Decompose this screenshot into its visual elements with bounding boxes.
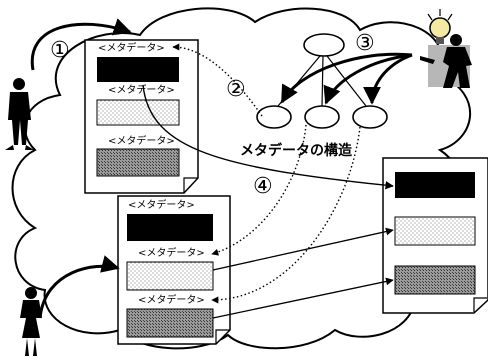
step-marker-1: ① — [50, 38, 70, 63]
solid-block — [127, 214, 213, 241]
link-arrow — [212, 227, 394, 271]
tree-node-2 — [304, 105, 340, 129]
businesswoman-figure-icon — [20, 287, 42, 356]
metadata-tag: <メタデータ> — [138, 246, 205, 259]
hatched-block — [126, 308, 214, 338]
step-marker-4: ④ — [253, 174, 273, 199]
dotted-block — [96, 99, 180, 126]
author-arrow-bottom — [38, 255, 120, 319]
link-arrow-4 — [142, 84, 394, 190]
author-arrow-top — [30, 18, 132, 71]
structure-label: メタデータの構造 — [240, 142, 352, 159]
dotted-block — [394, 216, 476, 246]
metadata-tag: <メタデータ> — [98, 41, 165, 54]
hatched-block — [394, 265, 476, 295]
businessman-figure-icon — [5, 78, 34, 150]
dotted-block — [126, 261, 214, 291]
tree-node-3 — [352, 105, 388, 129]
metadata-tag: <メタデータ> — [128, 198, 195, 211]
metadata-tag: <メタデータ> — [108, 83, 175, 96]
step-marker-3: ③ — [355, 31, 375, 56]
metadata-links — [172, 43, 361, 304]
design-arrows — [280, 52, 413, 105]
step-marker-2: ② — [226, 77, 246, 102]
metadata-structure-tree — [256, 33, 388, 129]
tree-node-root — [303, 33, 345, 57]
metadata-tag: <メタデータ> — [108, 134, 175, 147]
hatched-block — [96, 148, 180, 177]
solid-block — [97, 57, 179, 82]
link-arrow — [212, 277, 394, 319]
tree-node-1 — [256, 105, 292, 129]
idea-lightbulb-icon — [420, 9, 472, 88]
solid-block — [395, 172, 475, 198]
metadata-tag: <メタデータ> — [138, 293, 205, 306]
